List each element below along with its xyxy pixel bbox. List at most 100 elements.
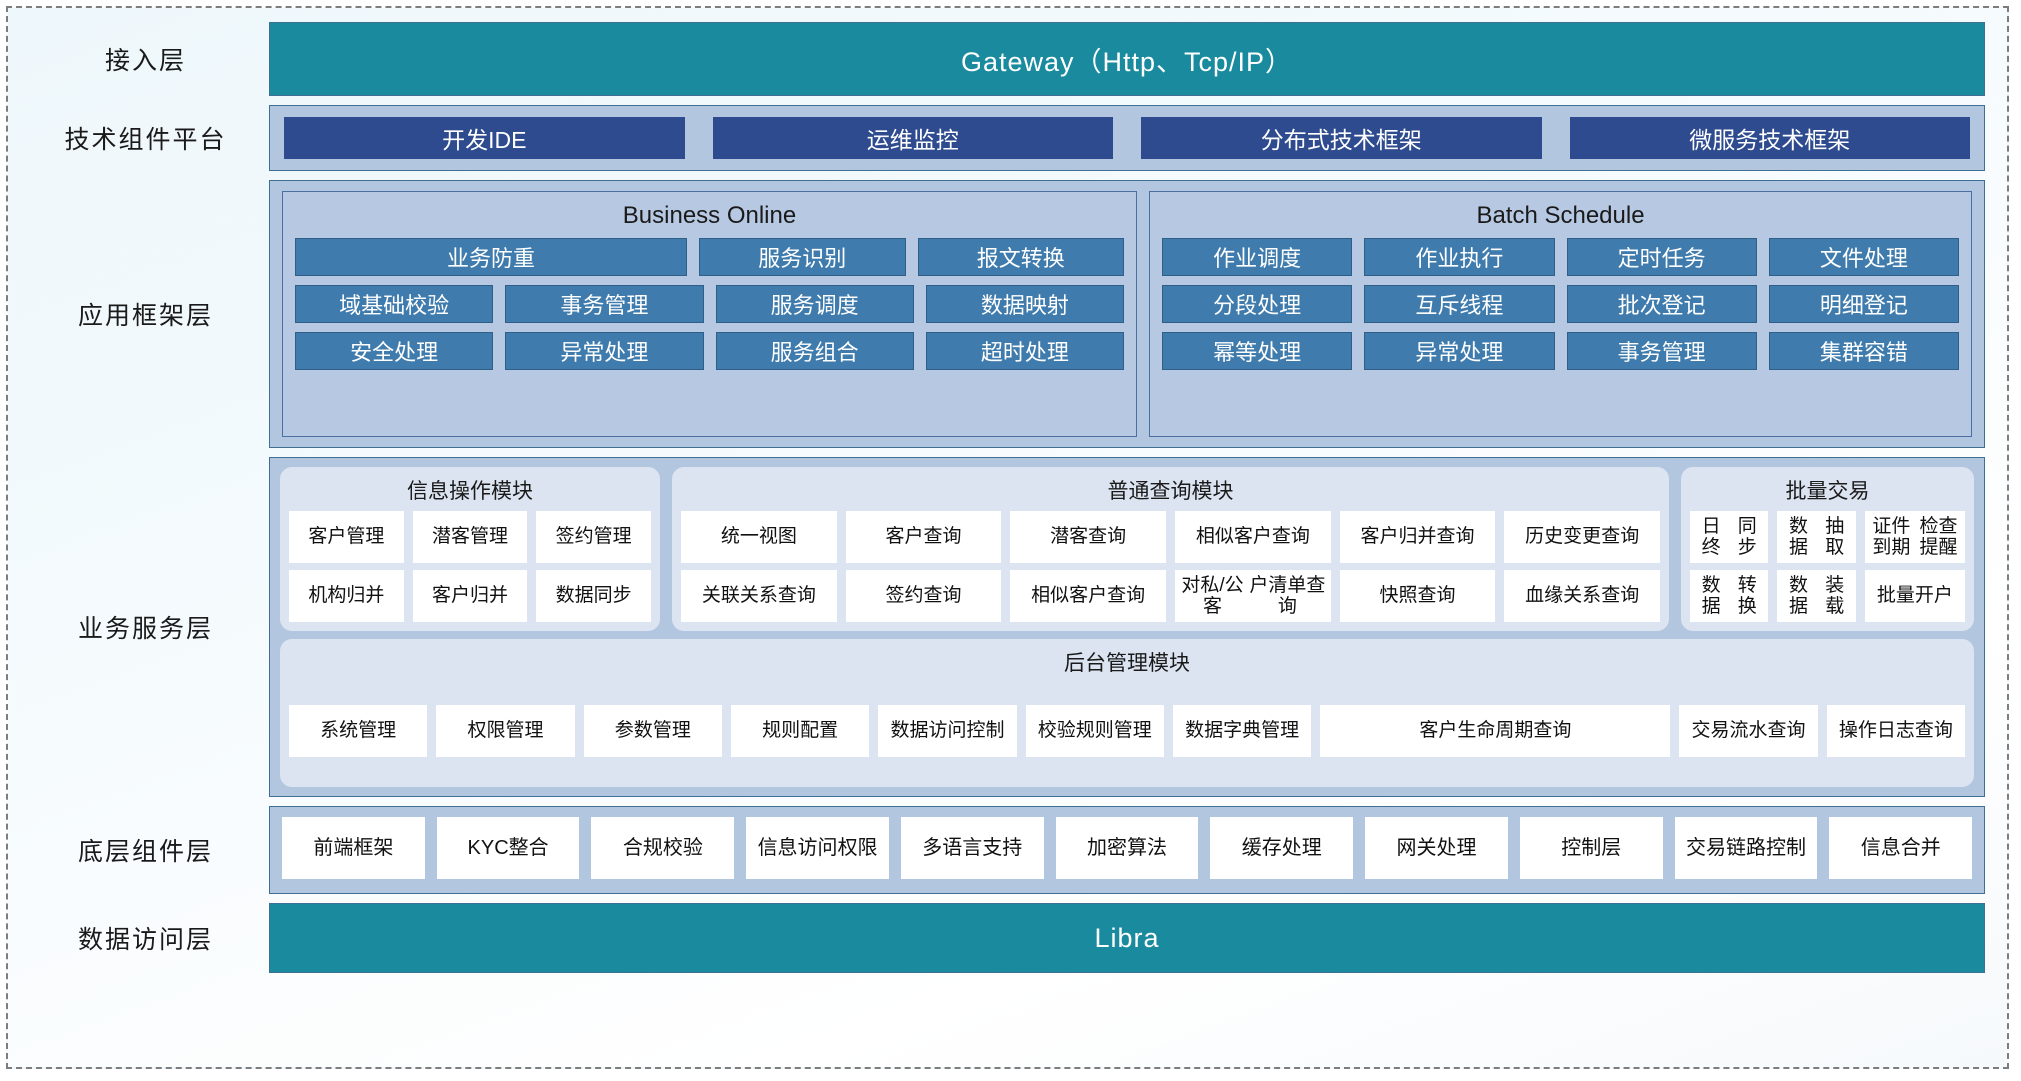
- chip-domain-basic-validation[interactable]: 域基础校验: [295, 285, 494, 323]
- chip-detail-registration[interactable]: 明细登记: [1768, 285, 1959, 323]
- batch-schedule-title: Batch Schedule: [1476, 202, 1645, 229]
- tech-chip-distributed-framework[interactable]: 分布式技术框架: [1141, 117, 1542, 159]
- cell-unified-view[interactable]: 统一视图: [681, 511, 837, 563]
- chip-batch-transaction-management[interactable]: 事务管理: [1566, 332, 1757, 370]
- cell-data-load[interactable]: 数据装载: [1777, 570, 1856, 622]
- normal-query-module-title: 普通查询模块: [1107, 480, 1234, 503]
- layer-label-data-access: 数据访问层: [77, 926, 213, 954]
- cell-parameter-management[interactable]: 参数管理: [583, 704, 722, 757]
- cell-info-merge[interactable]: 信息合并: [1829, 817, 1973, 879]
- chip-job-execution[interactable]: 作业执行: [1364, 238, 1555, 276]
- tech-chip-ide[interactable]: 开发IDE: [284, 117, 685, 159]
- layer-body-app-framework: Business Online 业务防重 服务识别 报文转换 域基础校验 事务管…: [269, 180, 1985, 448]
- cell-operation-log-query[interactable]: 操作日志查询: [1826, 704, 1965, 757]
- cell-transaction-chain-control[interactable]: 交易链路控制: [1674, 817, 1818, 879]
- cell-encryption-algorithm[interactable]: 加密算法: [1055, 817, 1199, 879]
- chip-transaction-management[interactable]: 事务管理: [505, 285, 704, 323]
- chip-cluster-fault-tolerance[interactable]: 集群容错: [1768, 332, 1959, 370]
- normal-query-module: 普通查询模块 统一视图 客户查询 潜客查询 相似客户查询 客户归并查询 历史变更…: [672, 467, 1669, 631]
- cell-customer-query[interactable]: 客户查询: [845, 511, 1002, 563]
- cell-frontend-framework[interactable]: 前端框架: [282, 817, 425, 879]
- layer-access: 接入层 Gateway（Http、Tcp/IP）: [22, 22, 1985, 96]
- chip-idempotent-processing[interactable]: 幂等处理: [1162, 332, 1353, 370]
- cell-id-expiry-reminder[interactable]: 证件到期检查提醒: [1864, 511, 1965, 563]
- chip-service-scheduling[interactable]: 服务调度: [715, 285, 914, 323]
- batch-schedule-grid: 作业调度 作业执行 定时任务 文件处理 分段处理 互斥线程 批次登记 明细登记: [1162, 238, 1959, 370]
- layer-label-component: 底层组件层: [77, 838, 213, 866]
- cell-permission-management[interactable]: 权限管理: [436, 704, 575, 757]
- cell-info-access-permission[interactable]: 信息访问权限: [746, 817, 889, 879]
- cell-contract-query[interactable]: 签约查询: [845, 570, 1002, 622]
- cell-data-sync[interactable]: 数据同步: [536, 570, 652, 622]
- normal-query-cells: 统一视图 客户查询 潜客查询 相似客户查询 客户归并查询 历史变更查询 关联关系…: [681, 511, 1661, 622]
- cell-validation-rule-management[interactable]: 校验规则管理: [1025, 704, 1164, 757]
- cell-similar-customer-query[interactable]: 相似客户查询: [1175, 511, 1331, 563]
- cell-history-change-query[interactable]: 历史变更查询: [1504, 511, 1661, 563]
- cell-cache-processing[interactable]: 缓存处理: [1210, 817, 1354, 879]
- cell-snapshot-query[interactable]: 快照查询: [1339, 570, 1496, 622]
- cell-eod-sync[interactable]: 日终同步: [1690, 511, 1769, 563]
- cell-batch-account-open[interactable]: 批量开户: [1864, 570, 1965, 622]
- chip-service-composition[interactable]: 服务组合: [715, 332, 914, 370]
- app-framework-panel: Business Online 业务防重 服务识别 报文转换 域基础校验 事务管…: [269, 180, 1985, 448]
- info-operation-module-title: 信息操作模块: [407, 480, 533, 503]
- batch-row-1: 日终同步 数据抽取 证件到期检查提醒: [1690, 511, 1965, 563]
- cell-customer-merge[interactable]: 客户归并: [412, 570, 528, 622]
- tech-chip-ops-monitor[interactable]: 运维监控: [712, 117, 1113, 159]
- cell-data-extract[interactable]: 数据抽取: [1777, 511, 1856, 563]
- gateway-bar[interactable]: Gateway（Http、Tcp/IP）: [269, 22, 1985, 96]
- cell-data-dictionary-management[interactable]: 数据字典管理: [1172, 704, 1312, 757]
- chip-exception-processing[interactable]: 异常处理: [505, 332, 704, 370]
- cell-customer-lifecycle-query[interactable]: 客户生命周期查询: [1320, 704, 1671, 757]
- libra-bar[interactable]: Libra: [269, 903, 1985, 973]
- chip-batch-registration[interactable]: 批次登记: [1566, 285, 1757, 323]
- cell-prospect-query[interactable]: 潜客查询: [1010, 511, 1167, 563]
- batch-transaction-module: 批量交易 日终同步 数据抽取 证件到期检查提醒 数据转换: [1681, 467, 1974, 631]
- chip-job-scheduling[interactable]: 作业调度: [1162, 238, 1353, 276]
- layer-label-business-service: 业务服务层: [77, 615, 213, 643]
- chip-service-identify[interactable]: 服务识别: [699, 238, 906, 276]
- cell-customer-merge-query[interactable]: 客户归并查询: [1339, 511, 1496, 563]
- layer-body-data-access: Libra: [269, 903, 1985, 973]
- cell-transaction-flow-query[interactable]: 交易流水查询: [1679, 704, 1818, 757]
- chip-data-mapping[interactable]: 数据映射: [925, 285, 1124, 323]
- cell-data-access-control[interactable]: 数据访问控制: [878, 704, 1017, 757]
- chip-message-transform[interactable]: 报文转换: [917, 238, 1124, 276]
- admin-management-module: 后台管理模块 系统管理 权限管理 参数管理 规则配置 数据访问控制 校验规则管理…: [280, 639, 1974, 787]
- tech-platform-panel: 开发IDE 运维监控 分布式技术框架 微服务技术框架: [269, 105, 1985, 171]
- cell-relation-query[interactable]: 关联关系查询: [681, 570, 837, 622]
- batch-transaction-module-title: 批量交易: [1785, 480, 1870, 503]
- chip-segment-processing[interactable]: 分段处理: [1162, 285, 1353, 323]
- cell-rule-config[interactable]: 规则配置: [730, 704, 870, 757]
- cell-multilanguage-support[interactable]: 多语言支持: [900, 817, 1044, 879]
- chip-business-anti-dup[interactable]: 业务防重: [295, 238, 687, 276]
- layer-data-access: 数据访问层 Libra: [22, 903, 1985, 973]
- cell-contract-management[interactable]: 签约管理: [536, 511, 652, 563]
- chip-security-processing[interactable]: 安全处理: [295, 332, 494, 370]
- cell-prospect-management[interactable]: 潜客管理: [412, 511, 528, 563]
- layer-label-app-framework: 应用框架层: [77, 302, 213, 330]
- chip-batch-exception-processing[interactable]: 异常处理: [1364, 332, 1555, 370]
- cell-control-layer[interactable]: 控制层: [1519, 817, 1663, 879]
- cell-similar-customer-query-2[interactable]: 相似客户查询: [1010, 570, 1167, 622]
- cell-data-transform[interactable]: 数据转换: [1690, 570, 1769, 622]
- cell-compliance-validation[interactable]: 合规校验: [591, 817, 735, 879]
- layer-label-tech-platform: 技术组件平台: [64, 126, 227, 154]
- cell-gateway-processing[interactable]: 网关处理: [1365, 817, 1508, 879]
- cell-system-management[interactable]: 系统管理: [289, 704, 428, 757]
- cell-lineage-query[interactable]: 血缘关系查询: [1504, 570, 1661, 622]
- info-row-2: 机构归并 客户归并 数据同步: [289, 570, 652, 622]
- chip-timeout-processing[interactable]: 超时处理: [925, 332, 1124, 370]
- chip-file-processing[interactable]: 文件处理: [1768, 238, 1959, 276]
- cell-customer-management[interactable]: 客户管理: [289, 511, 404, 563]
- admin-cells: 系统管理 权限管理 参数管理 规则配置 数据访问控制 校验规则管理 数据字典管理…: [289, 683, 1965, 778]
- chip-scheduled-task[interactable]: 定时任务: [1566, 238, 1757, 276]
- tech-chip-microservice-framework[interactable]: 微服务技术框架: [1569, 117, 1970, 159]
- info-row-1: 客户管理 潜客管理 签约管理: [289, 511, 652, 563]
- cell-private-corporate-customer-list-query[interactable]: 对私/公客户清单查询: [1175, 570, 1331, 622]
- cell-org-merge[interactable]: 机构归并: [289, 570, 404, 622]
- chip-mutex-thread[interactable]: 互斥线程: [1364, 285, 1555, 323]
